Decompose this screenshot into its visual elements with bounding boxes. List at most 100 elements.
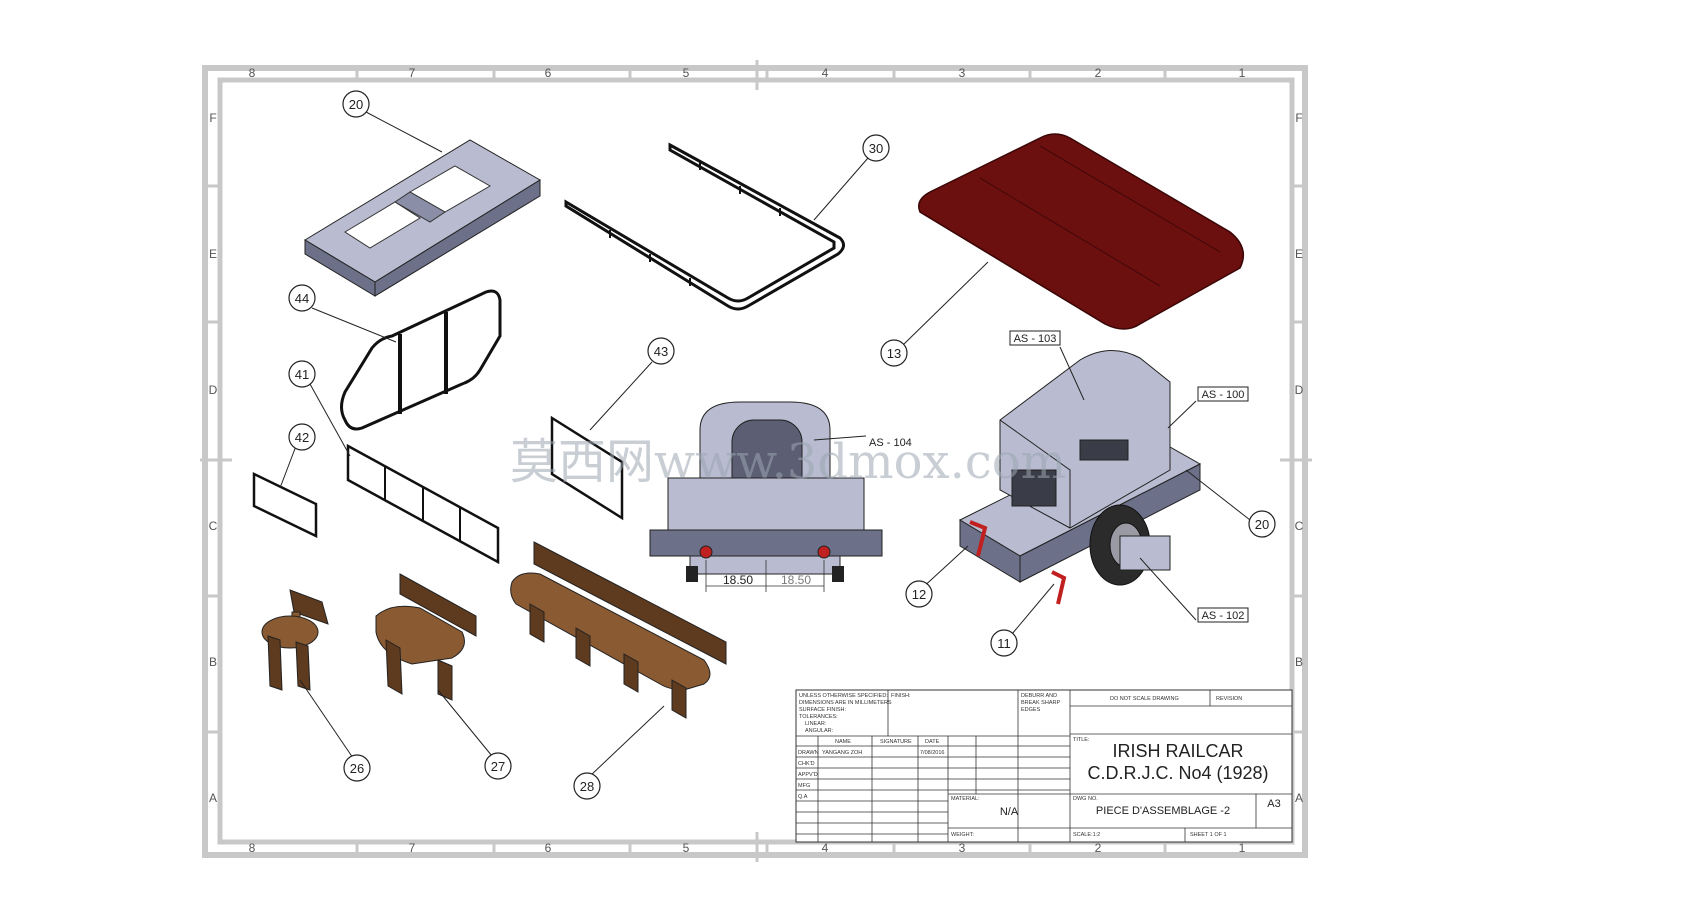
zone-row-label: D xyxy=(209,383,218,397)
zone-col-label: 1 xyxy=(1239,66,1246,80)
tolerance-note: LINEAR: xyxy=(805,721,827,727)
zone-col-label: 2 xyxy=(1095,66,1102,80)
part-railcar-isometric xyxy=(958,349,1202,605)
balloon-number: 44 xyxy=(295,291,309,306)
part-bench-27 xyxy=(375,573,477,701)
part-door-glass xyxy=(550,415,624,521)
tolerance-note: UNLESS OTHERWISE SPECIFIED: xyxy=(799,693,888,699)
drawing-title-line-1: IRISH RAILCAR xyxy=(1112,741,1243,761)
balloon-13: 13 xyxy=(880,339,908,367)
balloon-number: 28 xyxy=(580,779,594,794)
balloon-12: 12 xyxy=(905,580,933,608)
sheet-size: A3 xyxy=(1267,798,1280,810)
zone-col-label: 8 xyxy=(249,66,256,80)
balloon-20-assembly: 20 xyxy=(1248,510,1276,538)
drawn-date: 7/08/2016 xyxy=(920,750,944,756)
balloon-43: 43 xyxy=(647,337,675,365)
balloon-number: 27 xyxy=(491,759,505,774)
zone-col-label: 8 xyxy=(249,841,256,855)
balloon-number: 13 xyxy=(887,346,901,361)
balloon-number: 20 xyxy=(349,97,363,112)
column-header: DATE xyxy=(925,739,940,745)
tolerance-note: SURFACE FINISH: xyxy=(799,707,847,713)
assembly-label: AS - 104 xyxy=(869,437,912,449)
zone-row-label: D xyxy=(1295,383,1304,397)
zone-col-label: 4 xyxy=(822,66,829,80)
balloon-number: 20 xyxy=(1255,517,1269,532)
title-block: UNLESS OTHERWISE SPECIFIED: DIMENSIONS A… xyxy=(795,689,1293,843)
deburr-note: BREAK SHARP xyxy=(1021,700,1060,706)
tolerance-note: DIMENSIONS ARE IN MILLIMETERS xyxy=(799,700,892,706)
balloon-42: 42 xyxy=(288,423,316,451)
zone-labels-top: 8 7 6 5 4 3 2 1 xyxy=(249,66,1246,80)
balloon-41: 41 xyxy=(288,360,316,388)
part-bench-28 xyxy=(510,541,727,719)
balloon-number: 30 xyxy=(869,141,883,156)
part-chassis-frame xyxy=(304,139,541,297)
material-label: MATERIAL: xyxy=(951,796,980,802)
zone-col-label: 5 xyxy=(683,66,690,80)
zone-row-label: B xyxy=(1295,655,1303,669)
column-header: NAME xyxy=(835,739,851,745)
zone-col-label: 3 xyxy=(959,66,966,80)
zone-row-label: C xyxy=(1295,519,1304,533)
zone-row-label: C xyxy=(209,519,218,533)
part-glass-small xyxy=(252,472,318,538)
sheet-border xyxy=(200,60,1312,862)
drawn-name: YANGANG ZOH xyxy=(822,750,862,756)
tolerance-note: TOLERANCES: xyxy=(799,714,838,720)
balloon-20-frame: 20 xyxy=(342,90,370,118)
label-as-103: AS - 103 xyxy=(1009,330,1061,346)
balloon-number: 41 xyxy=(295,367,309,382)
finish-label: FINISH: xyxy=(891,693,911,699)
revision-label: REVISION xyxy=(1216,696,1242,702)
deburr-note: EDGES xyxy=(1021,707,1041,713)
balloon-number: 11 xyxy=(997,636,1011,651)
row-label: CHK'D xyxy=(798,761,815,767)
sheet-count: SHEET 1 OF 1 xyxy=(1190,832,1227,838)
zone-labels-right: F E D C B A xyxy=(1295,111,1304,805)
zone-col-label: 6 xyxy=(545,841,552,855)
zone-col-label: 2 xyxy=(1095,841,1102,855)
part-bench-26 xyxy=(261,589,329,691)
part-window-frame-large xyxy=(340,289,502,431)
balloon-number: 12 xyxy=(912,587,926,602)
label-as-102: AS - 102 xyxy=(1197,607,1249,623)
balloon-28: 28 xyxy=(573,772,601,800)
row-label: Q.A xyxy=(798,794,808,800)
zone-col-label: 7 xyxy=(409,66,416,80)
row-label: MFG xyxy=(798,783,810,789)
zone-row-label: F xyxy=(209,111,216,125)
zone-row-label: A xyxy=(1295,791,1303,805)
zone-col-label: 7 xyxy=(409,841,416,855)
dimension-set: 18.50 18.50 xyxy=(705,560,825,592)
balloon-27: 27 xyxy=(484,752,512,780)
balloon-30: 30 xyxy=(862,134,890,162)
zone-col-label: 3 xyxy=(959,841,966,855)
material-value: N/A xyxy=(1000,806,1019,818)
zone-col-label: 6 xyxy=(545,66,552,80)
balloon-26: 26 xyxy=(343,754,371,782)
zone-row-label: E xyxy=(1295,247,1303,261)
assembly-label: AS - 102 xyxy=(1202,610,1245,622)
assembly-label: AS - 103 xyxy=(1014,333,1057,345)
dimension-left: 18.50 xyxy=(723,573,753,587)
label-as-100: AS - 100 xyxy=(1197,386,1249,402)
zone-col-label: 4 xyxy=(822,841,829,855)
weight-label: WEIGHT: xyxy=(951,832,974,838)
balloon-number: 42 xyxy=(295,430,309,445)
title-label: TITLE: xyxy=(1073,737,1090,743)
deburr-note: DEBURR AND xyxy=(1021,693,1057,699)
zone-col-label: 1 xyxy=(1239,841,1246,855)
dimension-right: 18.50 xyxy=(781,573,811,587)
zone-row-label: A xyxy=(209,791,217,805)
balloon-11: 11 xyxy=(990,629,1018,657)
zone-col-label: 5 xyxy=(683,841,690,855)
zone-labels-left: F E D C B A xyxy=(209,111,218,805)
label-as-104: AS - 104 xyxy=(869,437,912,449)
part-front-view xyxy=(649,401,883,582)
balloon-44: 44 xyxy=(288,284,316,312)
do-not-scale-note: DO NOT SCALE DRAWING xyxy=(1110,696,1179,702)
tolerance-note: ANGULAR: xyxy=(805,728,834,734)
